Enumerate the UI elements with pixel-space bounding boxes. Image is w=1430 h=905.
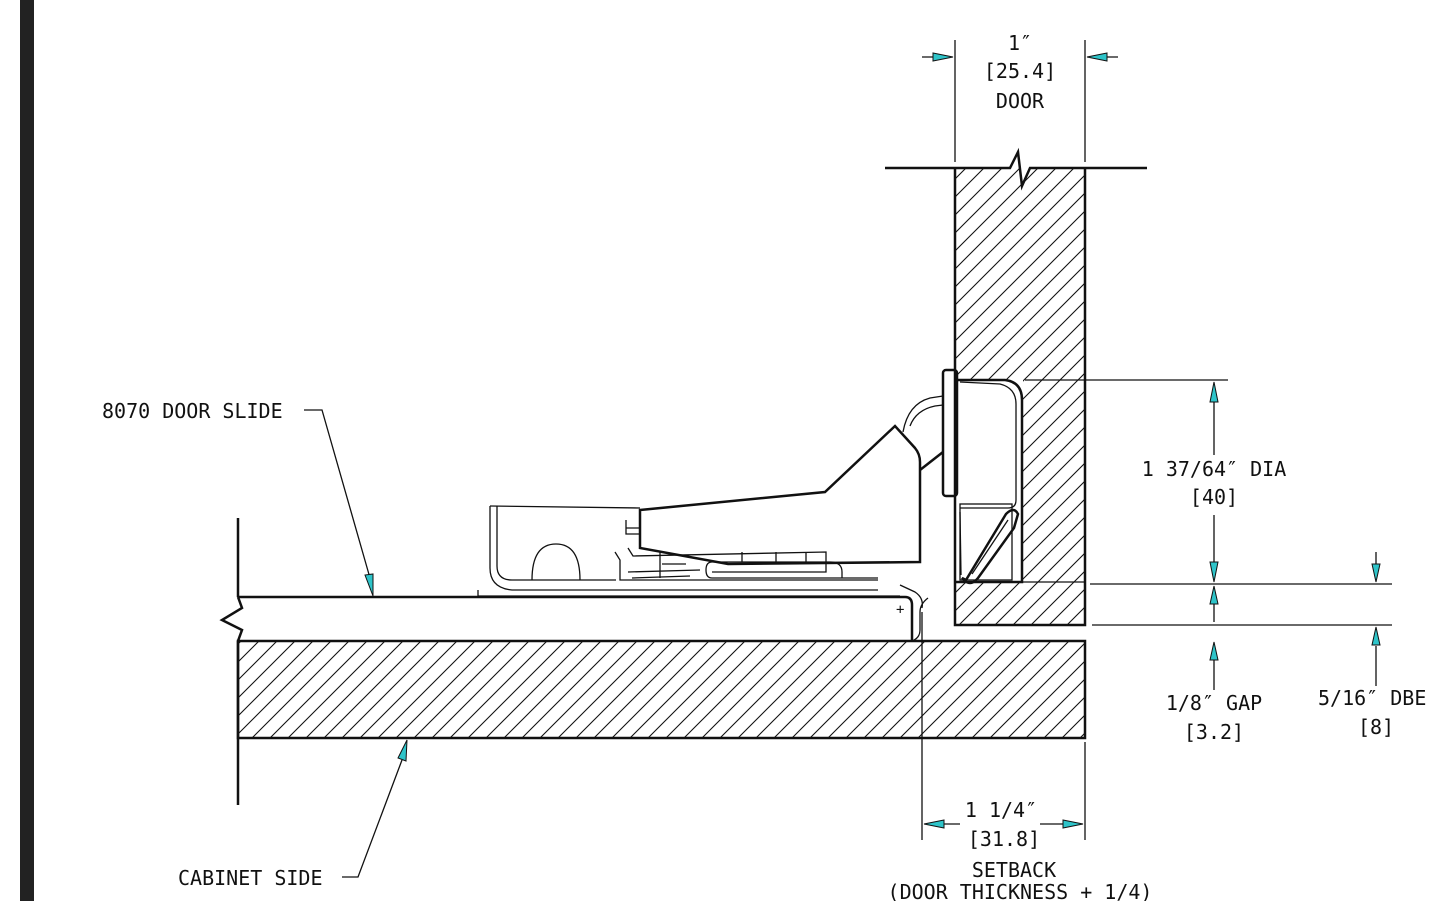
dim-gap-inch: 1/8″ GAP — [1166, 691, 1262, 715]
mounting-plate — [477, 505, 900, 597]
hinge-arm — [625, 395, 944, 566]
svg-text:+: + — [896, 602, 904, 618]
dim-gap — [1092, 585, 1392, 690]
dim-door-name: DOOR — [996, 89, 1045, 113]
dim-cup-diameter — [1025, 379, 1392, 585]
door-panel — [885, 147, 1147, 627]
dim-gap-mm: [3.2] — [1184, 720, 1244, 744]
leader-door-slide — [304, 409, 374, 597]
dim-dia-mm: [40] — [1190, 485, 1238, 509]
dim-dbe — [1371, 552, 1381, 686]
dim-door-thickness — [922, 40, 1118, 162]
left-break-lines — [219, 518, 244, 805]
dim-door-inch: 1″ — [1008, 31, 1032, 55]
page-border — [20, 0, 34, 901]
dim-dbe-inch: 5/16″ DBE — [1318, 686, 1426, 710]
cabinet-side-panel — [236, 639, 1087, 740]
dim-door-mm: [25.4] — [984, 59, 1056, 83]
dim-dbe-mm: [8] — [1358, 715, 1394, 739]
label-door-slide: 8070 DOOR SLIDE — [102, 399, 283, 423]
dim-setback — [921, 612, 1086, 840]
label-cabinet-side: CABINET SIDE — [178, 866, 323, 890]
dim-setback-inch: 1 1/4″ — [965, 798, 1037, 822]
leader-cabinet-side — [342, 739, 408, 878]
dim-setback-mm: [31.8] — [968, 827, 1040, 851]
door-slide-bar: + — [238, 584, 929, 642]
dim-setback-name: SETBACK — [972, 858, 1056, 882]
hinge-cup — [941, 368, 1024, 585]
dim-dia-inch: 1 37/64″ DIA — [1142, 457, 1287, 481]
dim-setback-note: (DOOR THICKNESS + 1/4) — [888, 880, 1153, 901]
